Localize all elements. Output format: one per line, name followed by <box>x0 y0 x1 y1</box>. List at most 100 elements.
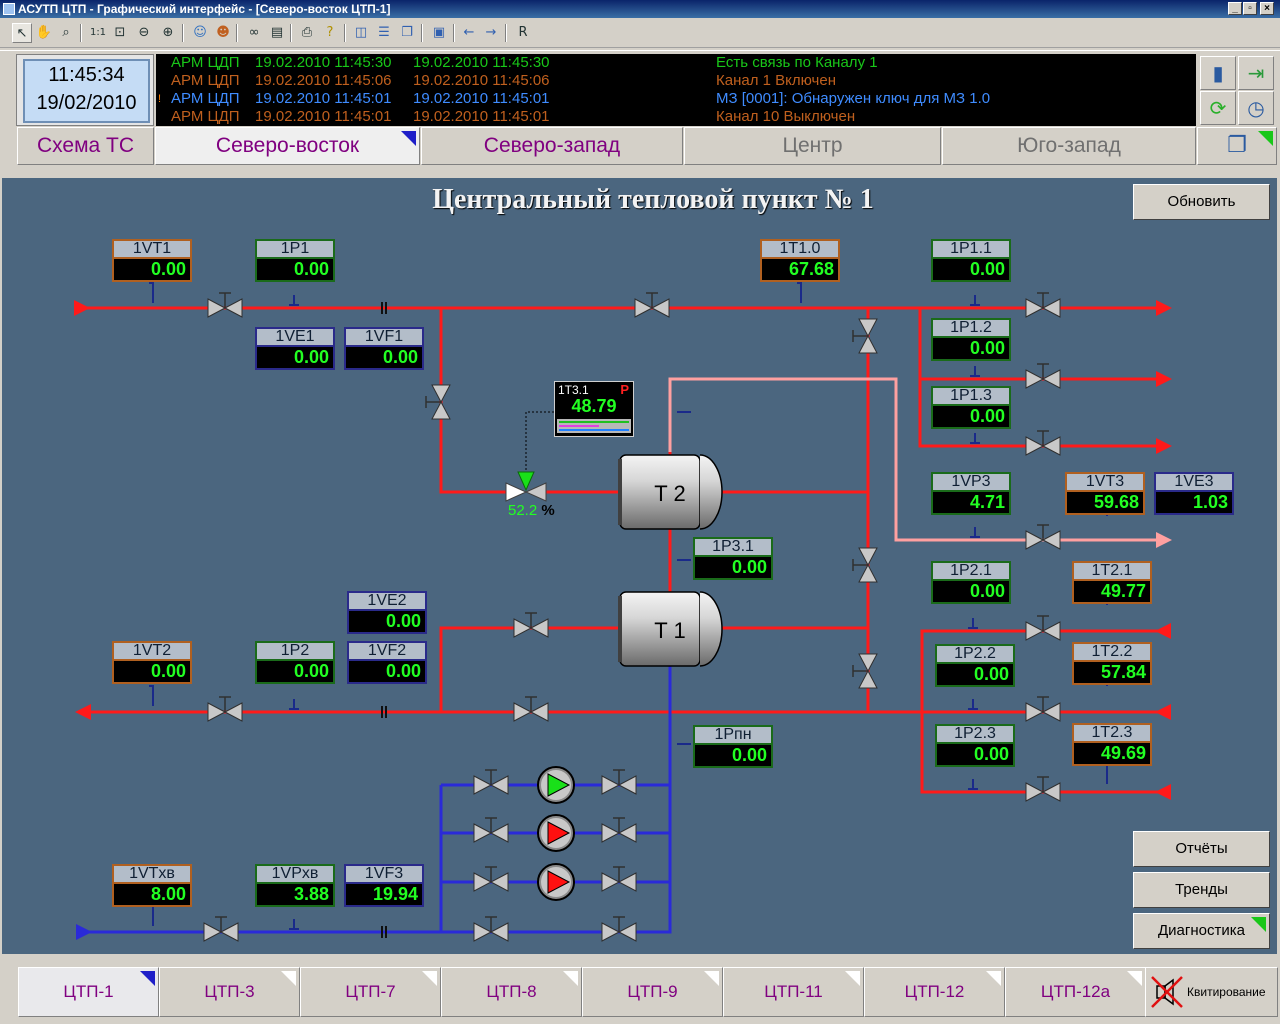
exit-door-icon[interactable]: ▮ <box>1200 56 1236 90</box>
station-tab[interactable]: ЦТП-12а <box>1005 967 1146 1017</box>
refresh-cycle-icon[interactable]: ⟳ <box>1200 91 1236 125</box>
zoom-fit-icon[interactable]: ⊡ <box>114 25 126 40</box>
tag-value: 0.00 <box>931 338 1011 361</box>
pointer-icon[interactable]: ↖ <box>12 23 32 43</box>
r-button[interactable]: R <box>518 25 528 40</box>
diagnostics-button[interactable]: Диагностика <box>1133 913 1270 949</box>
tag-label: 1P2.2 <box>935 644 1015 664</box>
station-tab[interactable]: ЦТП-8 <box>441 967 582 1017</box>
tag-value: 8.00 <box>112 884 192 907</box>
binoculars-icon[interactable]: ∞ <box>248 25 260 40</box>
tab-south-west[interactable]: Юго-запад <box>942 127 1196 165</box>
trends-button[interactable]: Тренды <box>1133 872 1270 908</box>
user-key-icon[interactable]: ☻ <box>216 25 230 40</box>
station-tab[interactable]: ЦТП-7 <box>300 967 441 1017</box>
tab-label: Юго-запад <box>1017 134 1121 157</box>
zoom-1to1-icon[interactable]: 1:1 <box>89 27 107 38</box>
tile-horizontal-icon[interactable]: ☰ <box>378 25 390 40</box>
tab-north-east[interactable]: Северо-восток <box>155 127 420 165</box>
zoom-out-icon[interactable]: ⊖ <box>138 25 150 40</box>
window-title: АСУТП ЦТП - Графический интерфейс - [Сев… <box>18 2 391 16</box>
tag-value: 0.00 <box>693 557 773 580</box>
station-tab-label: ЦТП-3 <box>204 982 255 1001</box>
clock: 11:45:34 19/02/2010 <box>23 59 150 123</box>
station-tab[interactable]: ЦТП-9 <box>582 967 723 1017</box>
tile-vertical-icon[interactable]: ◫ <box>354 25 368 40</box>
tag-value: 0.00 <box>255 259 335 282</box>
tag-label: 1VP3 <box>931 472 1011 492</box>
reports-button[interactable]: Отчёты <box>1133 831 1270 867</box>
cascade-icon[interactable]: ❐ <box>401 25 413 40</box>
refresh-button[interactable]: Обновить <box>1133 184 1270 220</box>
tab-label: Центр <box>782 134 843 157</box>
acknowledge-button[interactable]: Квитирование <box>1145 967 1278 1017</box>
minimize-button[interactable]: _ <box>1228 2 1242 15</box>
windows-list-icon[interactable]: ▣ <box>432 25 446 40</box>
hand-icon[interactable]: ✋ <box>35 25 53 40</box>
back-arrow-icon[interactable]: ← <box>463 25 475 40</box>
tab-center[interactable]: Центр <box>684 127 941 165</box>
users-icon[interactable]: ☺ <box>193 25 207 40</box>
station-tab[interactable]: ЦТП-1 <box>18 967 159 1017</box>
tag-label: 1VF3 <box>344 864 424 884</box>
station-tab[interactable]: ЦТП-3 <box>159 967 300 1017</box>
help-icon[interactable]: ? <box>326 25 334 40</box>
close-button[interactable]: × <box>1260 2 1274 15</box>
windows-button[interactable]: ❐ <box>1197 127 1277 165</box>
tag-label: 1VTхв <box>112 864 192 884</box>
tag-label: 1VF1 <box>344 327 424 347</box>
restore-button[interactable]: ▫ <box>1243 2 1257 15</box>
login-icon[interactable]: ⇥ <box>1238 56 1274 90</box>
zoom-in-icon[interactable]: ⊕ <box>162 25 174 40</box>
print-icon[interactable]: ⎙ <box>301 25 313 40</box>
log-message: Есть связь по Каналу 1 <box>716 54 878 71</box>
magnifier-icon[interactable]: ⌕ <box>62 25 70 40</box>
tab-north-west[interactable]: Северо-запад <box>421 127 683 165</box>
tab-scheme-ts[interactable]: Схема ТС <box>17 127 154 165</box>
station-tab[interactable]: ЦТП-11 <box>723 967 864 1017</box>
controller-value: 48.79 <box>571 396 617 416</box>
tag-label: 1P1.2 <box>931 318 1011 338</box>
tag-value: 49.69 <box>1072 743 1152 766</box>
station-tab[interactable]: ЦТП-12 <box>864 967 1005 1017</box>
tag-value: 0.00 <box>112 259 192 282</box>
controller-1t3-1[interactable]: 1T3.1 P 48.79 <box>554 381 634 437</box>
document-icon[interactable]: ▤ <box>270 25 284 40</box>
tag-value: 0.00 <box>112 661 192 684</box>
tag-label: 1T2.1 <box>1072 561 1152 581</box>
clock-icon[interactable]: ◷ <box>1238 91 1274 125</box>
diagnostics-label: Диагностика <box>1158 922 1245 939</box>
forward-arrow-icon[interactable]: → <box>485 25 497 40</box>
